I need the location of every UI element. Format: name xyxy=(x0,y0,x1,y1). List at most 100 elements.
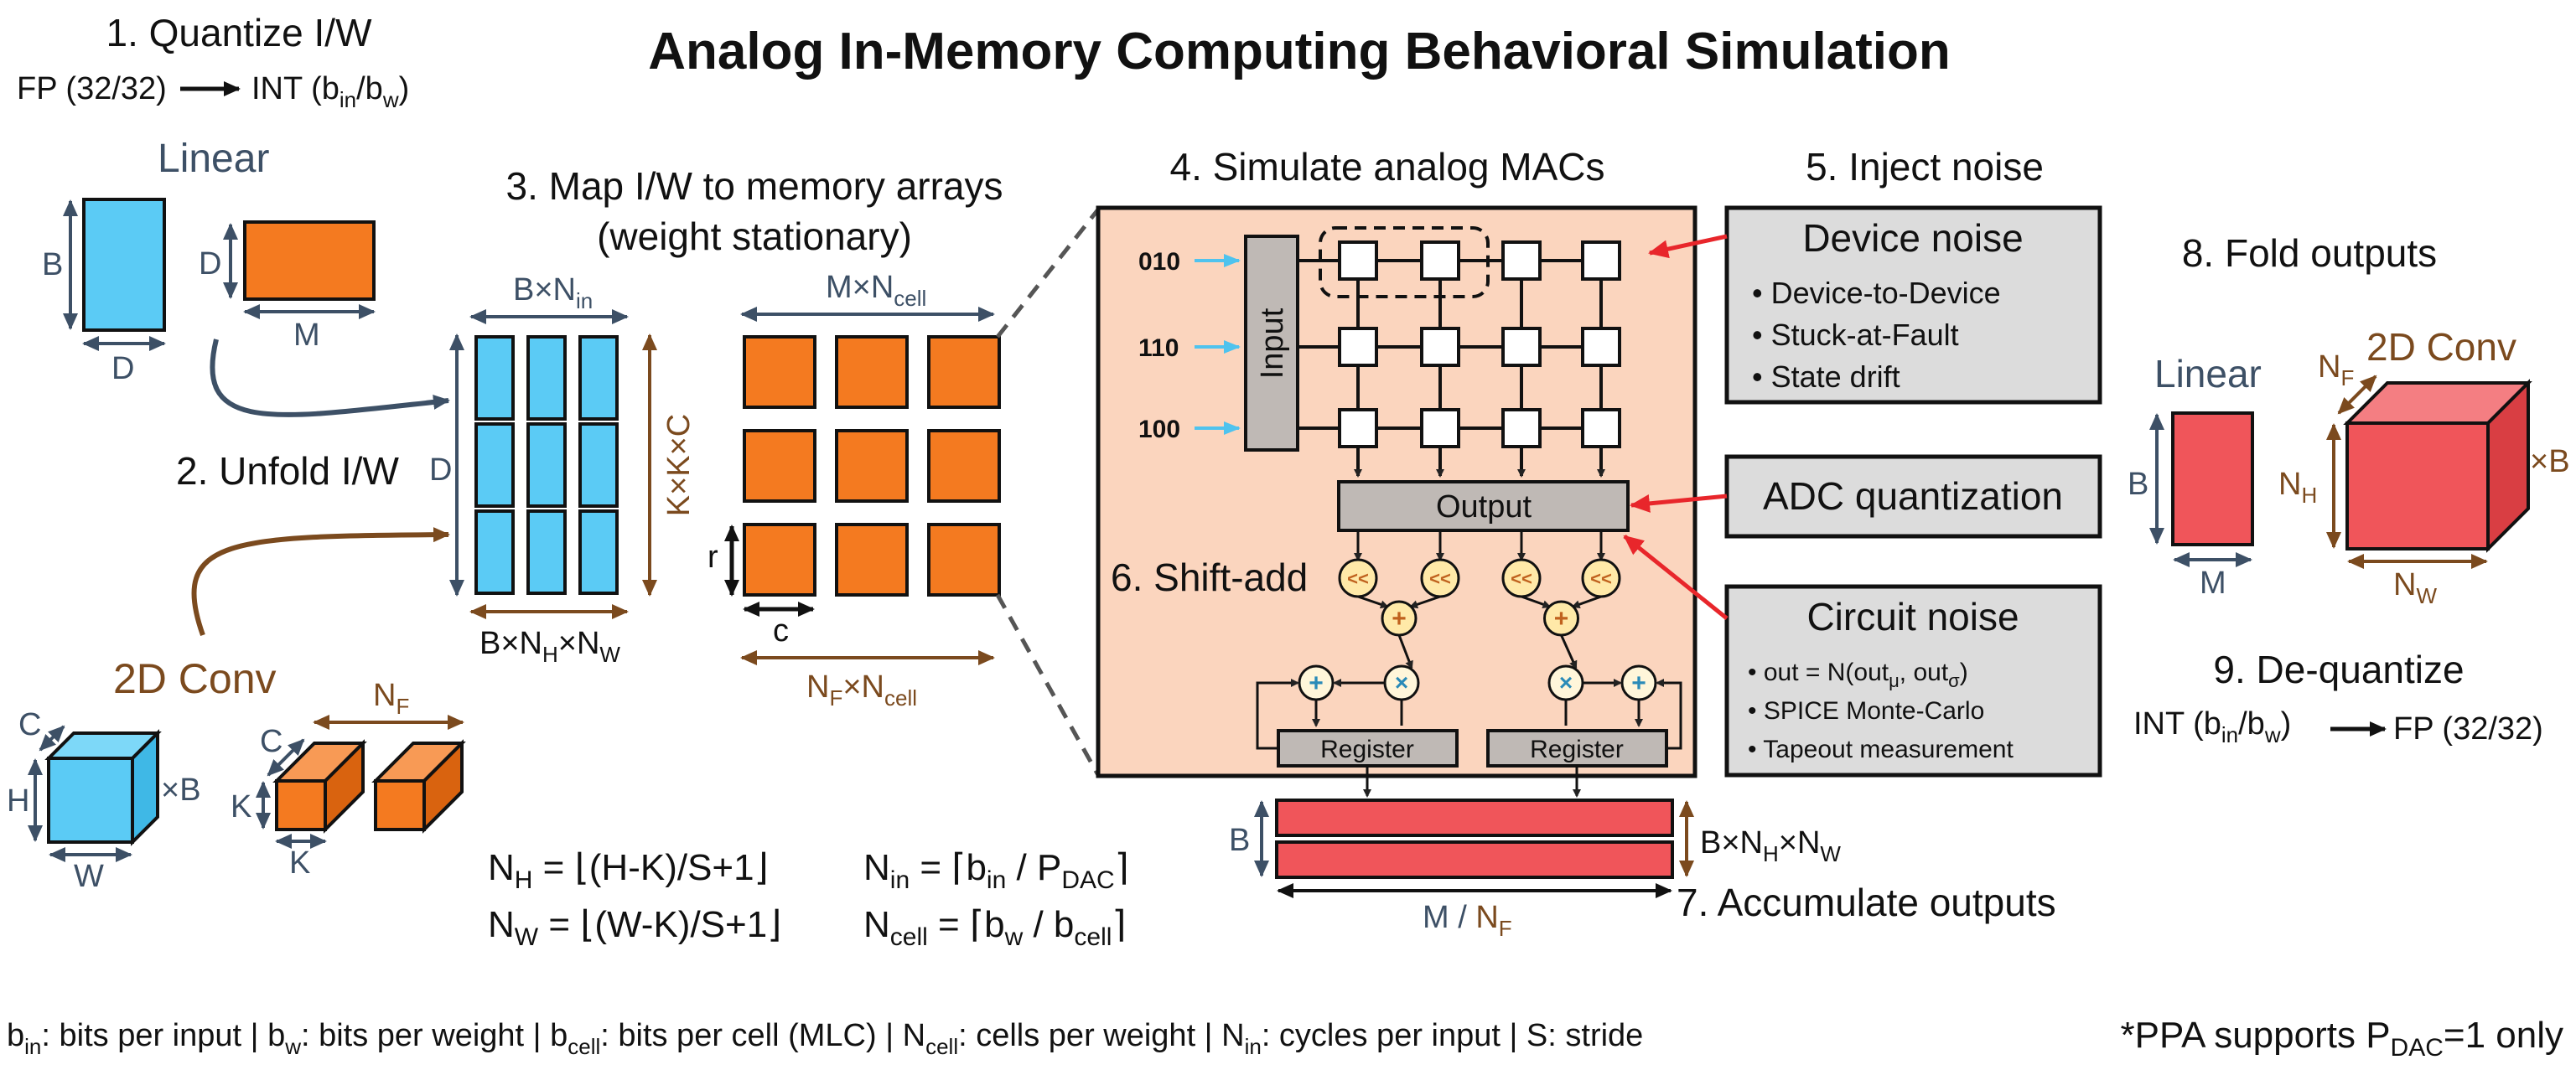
weight-array-cell xyxy=(927,335,1001,409)
shift-symbol: << xyxy=(1511,568,1532,589)
step6-title: 6. Shift-add xyxy=(1111,556,1308,599)
input-array-cell xyxy=(578,509,619,595)
conv-input-cube xyxy=(44,729,162,846)
accum-plus-symbol: + xyxy=(1309,669,1324,697)
conv-w-label: W xyxy=(74,859,104,894)
memory-cell xyxy=(1420,327,1460,367)
highlight-dashed-box xyxy=(1319,226,1490,298)
input-array-cell xyxy=(474,509,515,595)
formula-nw: NW = ⌊(W-K)/S+1⌋ xyxy=(488,904,781,951)
linear-d2-label: D xyxy=(199,246,221,282)
plus-symbol: + xyxy=(1392,605,1407,633)
fold-nf-dim xyxy=(2337,375,2377,415)
linear-map-arrow xyxy=(210,339,450,417)
conv-c-dim xyxy=(39,725,65,752)
step1-title: 1. Quantize I/W xyxy=(106,11,372,54)
output-block xyxy=(1337,480,1630,532)
device-noise-bullet-2: • Stuck-at-Fault xyxy=(1752,318,1959,352)
circuit-noise-box xyxy=(1724,584,2102,778)
register-feedback-line xyxy=(1656,679,1682,750)
circuit-noise-arrow xyxy=(1623,535,1729,620)
fold-m-label: M xyxy=(2200,566,2226,601)
step8-title: 8. Fold outputs xyxy=(2182,231,2437,275)
memory-cell xyxy=(1338,408,1378,448)
accum-row-1 xyxy=(1275,799,1674,837)
register-2-label: Register xyxy=(1530,736,1624,763)
circuit-noise-title: Circuit noise xyxy=(1806,595,2019,638)
times-symbol: × xyxy=(1395,669,1408,695)
shift-to-add-line xyxy=(1357,595,1389,609)
ppa-note: *PPA supports PDAC=1 only xyxy=(2121,1015,2563,1062)
fold-nf-label: NF xyxy=(2318,349,2354,390)
step9-int: INT (bin/bw) xyxy=(2133,706,2291,747)
conv-kernel-2 xyxy=(371,739,466,834)
weight-array-cell xyxy=(835,335,909,409)
crossbar-array xyxy=(1298,240,1621,478)
fold-conv-label: 2D Conv xyxy=(2366,325,2516,369)
register-feedback-line xyxy=(1256,679,1299,750)
input-array-cell xyxy=(474,335,515,421)
formula-nh: NH = ⌊(H-K)/S+1⌋ xyxy=(488,847,769,894)
shift-to-add-line xyxy=(1409,595,1441,609)
memory-cell xyxy=(1338,327,1378,367)
conv-c2-label: C xyxy=(260,724,282,759)
output-block-label: Output xyxy=(1436,489,1532,525)
conv-k-label: K xyxy=(231,789,251,824)
fold-nh-label: NH xyxy=(2278,467,2317,508)
add-to-mul-line xyxy=(1397,634,1413,669)
conv-c2-dim xyxy=(267,738,305,777)
device-noise-bullet-3: • State drift xyxy=(1752,359,1900,394)
memory-cell xyxy=(1581,408,1621,448)
linear-b-label: B xyxy=(42,247,63,282)
memory-cell xyxy=(1581,240,1621,281)
fold-nw-label: NW xyxy=(2393,567,2437,608)
accum-bottom-label: M / NF xyxy=(1423,900,1512,941)
conv-kernel-1 xyxy=(272,739,367,834)
device-noise-title: Device noise xyxy=(1802,216,2023,260)
accum-b-label: B xyxy=(1229,823,1250,858)
fold-conv-cube xyxy=(2343,379,2532,553)
input-array-cell xyxy=(578,422,619,508)
weight-array-cell xyxy=(743,335,816,409)
conv-c-label: C xyxy=(18,707,41,742)
shift-add-network: <<<<<<<<++×+×+ xyxy=(1256,531,1682,750)
weight-array-grid xyxy=(743,335,1001,597)
conv-h-label: H xyxy=(7,783,29,819)
step1-fp: FP (32/32) xyxy=(17,71,167,106)
fold-linear-rect xyxy=(2171,411,2254,546)
map-kkc-label: K×K×C xyxy=(661,414,697,517)
weight-array-cell xyxy=(927,523,1001,597)
input-array-cell xyxy=(526,509,567,595)
input-array-cell xyxy=(578,335,619,421)
step2-title: 2. Unfold I/W xyxy=(176,449,399,493)
shift-to-add-line xyxy=(1521,595,1552,609)
linear-m-label: M xyxy=(293,318,320,353)
weight-array-cell xyxy=(743,523,816,597)
input-array-cell xyxy=(526,335,567,421)
shift-to-add-line xyxy=(1571,595,1602,609)
accum-right-label: B×NH×NW xyxy=(1700,825,1841,866)
circuit-noise-bullet-2: • SPICE Monte-Carlo xyxy=(1748,697,1984,725)
zoom-line-bottom xyxy=(995,593,1101,777)
formula-nin: Nin = ⌈bin / PDAC⌉ xyxy=(863,847,1129,894)
memory-cell xyxy=(1420,240,1460,281)
times-symbol: × xyxy=(1559,669,1573,695)
register-1 xyxy=(1277,729,1459,768)
add-to-mul-line xyxy=(1560,634,1578,669)
circuit-noise-bullet-1: • out = N(outμ, outσ) xyxy=(1748,659,1968,691)
weight-array-cell xyxy=(927,429,1001,503)
weight-array-cell xyxy=(835,429,909,503)
linear-input-rect xyxy=(82,198,166,332)
input-value-1: 010 xyxy=(1138,248,1180,276)
weight-array-cell xyxy=(835,523,909,597)
plus-symbol: + xyxy=(1554,605,1569,633)
map-d-label: D xyxy=(429,452,452,488)
input-array-cell xyxy=(474,422,515,508)
fold-xb-label: ×B xyxy=(2530,444,2570,479)
fold-b-label: B xyxy=(2128,467,2148,502)
accum-row-2 xyxy=(1275,840,1674,879)
step9-title: 9. De-quantize xyxy=(2213,648,2464,691)
memory-cell xyxy=(1501,327,1542,367)
memory-cell xyxy=(1338,240,1378,281)
conv-map-arrow xyxy=(191,527,450,637)
